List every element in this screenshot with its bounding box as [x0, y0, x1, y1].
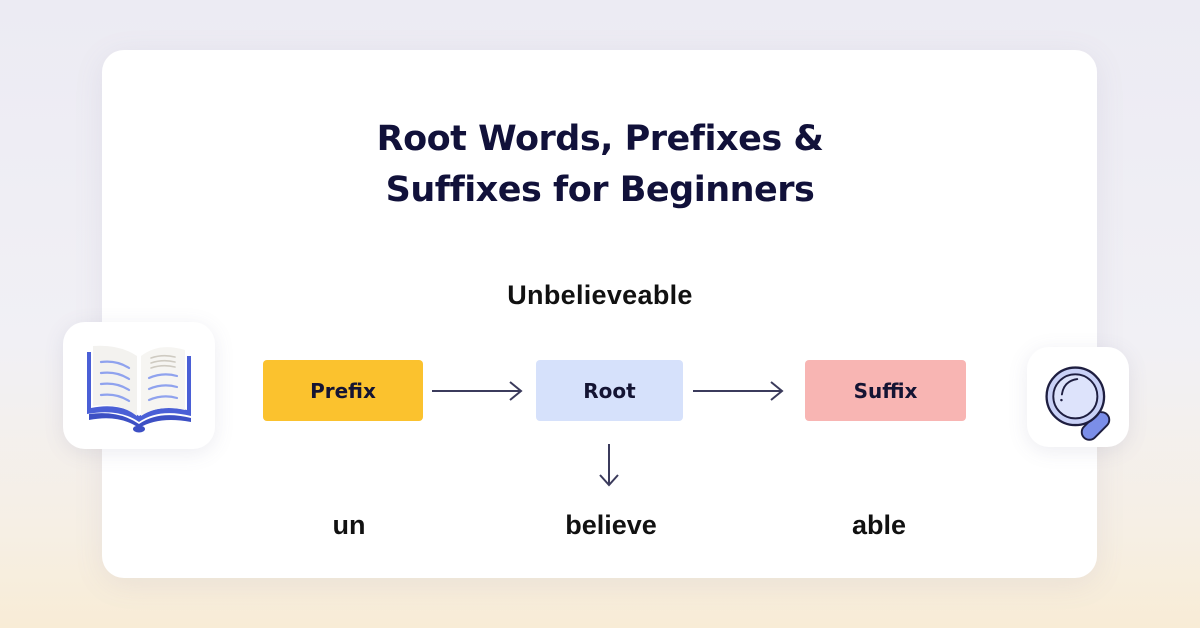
prefix-box: Prefix [263, 360, 423, 421]
suffix-part: able [851, 510, 907, 540]
arrow-right-icon [432, 381, 523, 401]
prefix-label: Prefix [310, 378, 376, 403]
arrow-down-icon [599, 444, 619, 487]
root-part: believe [565, 510, 657, 540]
open-book-icon [87, 345, 191, 432]
title-line-2: Suffixes for Beginners [385, 170, 815, 210]
book-tile [63, 322, 215, 449]
arrow-right-icon [693, 381, 784, 401]
suffix-box: Suffix [805, 360, 966, 421]
suffix-label: Suffix [853, 378, 918, 403]
root-box: Root [536, 360, 683, 421]
content-card [102, 50, 1097, 578]
magnifier-tile [1027, 347, 1129, 447]
example-word: Unbelieveable [507, 280, 693, 310]
page-title: Root Words, Prefixes & Suffixes for Begi… [0, 114, 1200, 216]
title-line-1: Root Words, Prefixes & [376, 119, 824, 159]
root-label: Root [583, 378, 636, 403]
magnifying-glass-icon [1045, 366, 1111, 441]
prefix-part: un [332, 510, 366, 540]
